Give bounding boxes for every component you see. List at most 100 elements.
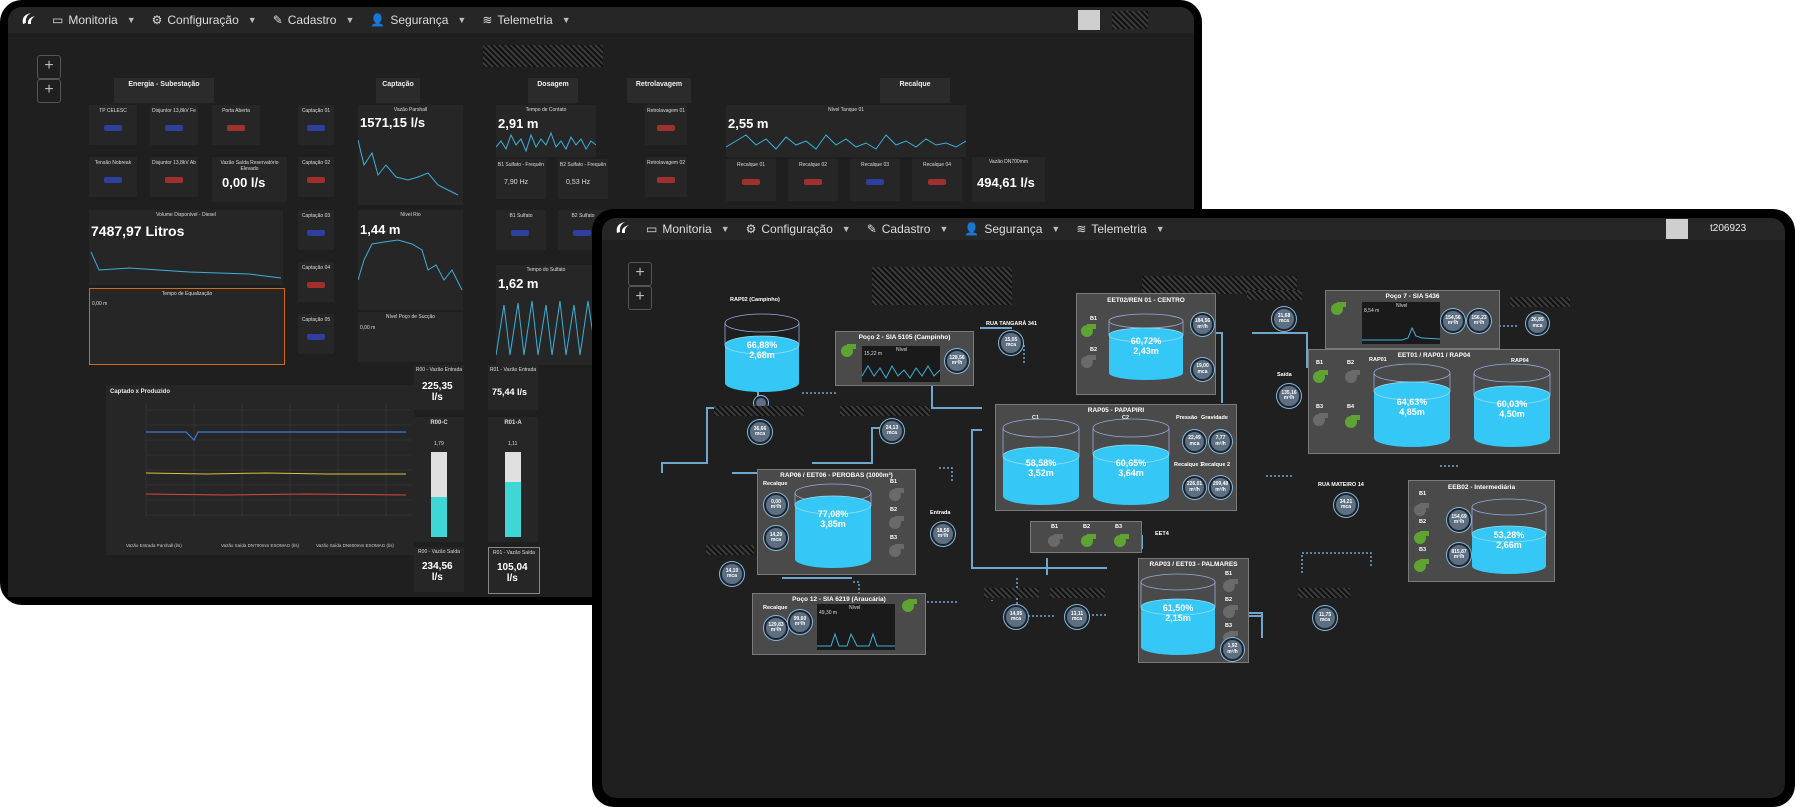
recalque1-gauge: 226,01 m³/h — [1183, 476, 1206, 499]
rap01-tank — [1373, 363, 1451, 447]
menu-telemetria[interactable]: ≋Telemetria▼ — [1076, 222, 1165, 236]
captacao-02: Captação 02 — [298, 157, 334, 197]
pump-icon[interactable] — [1413, 530, 1429, 549]
pressure-gauge-bot1: 14,95 mca — [1004, 605, 1028, 629]
pump-icon[interactable] — [888, 487, 904, 506]
legend-item: Vazão Saída DN700mm ESOMAG (l/s) — [221, 543, 299, 548]
pump-icon[interactable] — [1080, 354, 1096, 373]
menu-configuracao[interactable]: ⚙Configuração▼ — [151, 13, 257, 27]
series-dn700 — [145, 472, 406, 475]
saida-flow-gauge: 135,16 m³/h — [1277, 384, 1301, 408]
c2-level: 60,65%3,64m — [1115, 458, 1147, 479]
poco7-flow-gauge: 154,56 m³/h — [1441, 309, 1465, 333]
zoom-out-button[interactable]: + — [628, 286, 652, 310]
eeb02-level: 53,28%2,66m — [1493, 530, 1525, 551]
menu-cadastro[interactable]: ✎Cadastro▼ — [272, 13, 355, 27]
menu-seguranca[interactable]: 👤Segurança▼ — [370, 13, 467, 27]
materio-pressure-gauge: 34,21 mca — [1334, 493, 1358, 517]
nivel-rio-card: Nível Rio 1,44 m — [358, 210, 463, 310]
poco2-chart: Nível 15,22 m — [862, 346, 940, 382]
pump-icon[interactable] — [1113, 533, 1129, 552]
pump-icon[interactable] — [1344, 414, 1360, 433]
pump-icon[interactable] — [1080, 533, 1096, 552]
chevron-down-icon: ▼ — [1155, 224, 1165, 234]
avatar[interactable] — [1078, 10, 1100, 30]
menu-configuracao[interactable]: ⚙Configuração▼ — [745, 222, 851, 236]
status-card: Disjuntor 13,8kV Fe — [150, 105, 198, 145]
rap03-tank — [1140, 573, 1216, 655]
pump-icon[interactable] — [901, 598, 917, 617]
captado-produzido-chart: Captado x Produzido Vazão Entrada Parsha… — [106, 385, 414, 555]
entrada-flow-gauge: 18,56 m³/h — [931, 522, 955, 546]
chevron-down-icon: ▼ — [247, 15, 257, 25]
zoom-out-button[interactable]: + — [37, 79, 61, 103]
monitor-icon: ▭ — [52, 13, 64, 27]
status-card: Tensão Nobreak — [89, 157, 137, 197]
redacted-title — [872, 267, 1012, 305]
recalque-03: Recalque 03 — [850, 159, 900, 201]
redacted-label — [1298, 588, 1350, 598]
status-badge — [104, 125, 122, 131]
pressure-gauge-top1: 31,68 mca — [1272, 307, 1296, 331]
rap06-level: 77,08%3,85m — [817, 509, 849, 530]
status-card: Porta Aberta — [212, 105, 260, 145]
pump-icon[interactable] — [1330, 301, 1346, 320]
r01a-level-fill — [505, 482, 521, 537]
pump-icon[interactable] — [888, 543, 904, 562]
front-navbar: ▭Monitoria▼ ⚙Configuração▼ ✎Cadastro▼ 👤S… — [602, 218, 1785, 240]
rap06-pressure-gauge: 14,20 mca — [764, 526, 788, 550]
eeb02-flow-gauge-2: 815,87 m³/h — [1447, 543, 1471, 567]
avatar[interactable] — [1666, 219, 1688, 239]
chevron-down-icon: ▼ — [720, 224, 730, 234]
pump-icon[interactable] — [1413, 502, 1429, 521]
pump-icon[interactable] — [840, 343, 856, 362]
poco7-flow-gauge-2: 156,23 m³/h — [1467, 309, 1491, 333]
poco2-panel: Poço 2 - SIA 5105 (Campinho) Nível 15,22… — [835, 331, 974, 386]
status-badge — [227, 125, 245, 131]
pump-icon[interactable] — [1312, 369, 1328, 388]
wifi-icon: ≋ — [482, 13, 493, 27]
redacted-label — [706, 545, 754, 555]
front-monitor: ▭Monitoria▼ ⚙Configuração▼ ✎Cadastro▼ 👤S… — [592, 209, 1795, 807]
captacao-01: Captação 01 — [298, 105, 334, 145]
pump-icon[interactable] — [1047, 533, 1063, 552]
pressure-gauge-top2: 26,85 mca — [1526, 312, 1549, 335]
menu-monitoria[interactable]: ▭Monitoria▼ — [52, 13, 136, 27]
chart-title: Captado x Produzido — [110, 389, 170, 395]
menu-cadastro[interactable]: ✎Cadastro▼ — [866, 222, 949, 236]
eet02-level: 60,72%2,43m — [1130, 336, 1162, 357]
c1-level: 58,58%3,52m — [1025, 458, 1057, 479]
poco7-chart: Nível 8,54 m — [1362, 302, 1440, 344]
pump-icon[interactable] — [888, 515, 904, 534]
series-parshall — [146, 431, 406, 442]
pump-icon[interactable] — [1312, 412, 1328, 431]
section-captacao: Captação — [376, 78, 420, 103]
pump-icon[interactable] — [1222, 578, 1238, 597]
pressure-gauge-mid2: 24,13 mca — [880, 419, 904, 443]
rap04-level: 60,03%4,50m — [1496, 399, 1528, 420]
rap03-flow-gauge: 1,92 m³/h — [1221, 638, 1244, 661]
pump-icon[interactable] — [1344, 369, 1360, 388]
menu-seguranca[interactable]: 👤Segurança▼ — [964, 222, 1061, 236]
zoom-in-button[interactable]: + — [628, 262, 652, 286]
recalque-04: Recalque 04 — [912, 159, 962, 201]
pump-icon[interactable] — [1080, 323, 1096, 342]
captacao-03: Captação 03 — [298, 210, 334, 250]
pump-icon[interactable] — [1413, 558, 1429, 577]
r01a-card: R01-A 1,11 — [488, 417, 538, 542]
rap01-level: 64,63%4,85m — [1396, 397, 1428, 418]
pressure-gauge-left: 14,10 mca — [720, 562, 744, 586]
eeb02-tank — [1471, 498, 1547, 574]
menu-telemetria[interactable]: ≋Telemetria▼ — [482, 13, 571, 27]
rap02-title: RAP02 (Campinho) — [730, 297, 780, 303]
zoom-in-button[interactable]: + — [37, 55, 61, 79]
pump-icon[interactable] — [1222, 604, 1238, 623]
retro-02: Retrolavagem 02 — [645, 157, 687, 197]
b1-sulfato: B1 Sulfato — [496, 210, 546, 250]
menu-monitoria[interactable]: ▭Monitoria▼ — [646, 222, 730, 236]
